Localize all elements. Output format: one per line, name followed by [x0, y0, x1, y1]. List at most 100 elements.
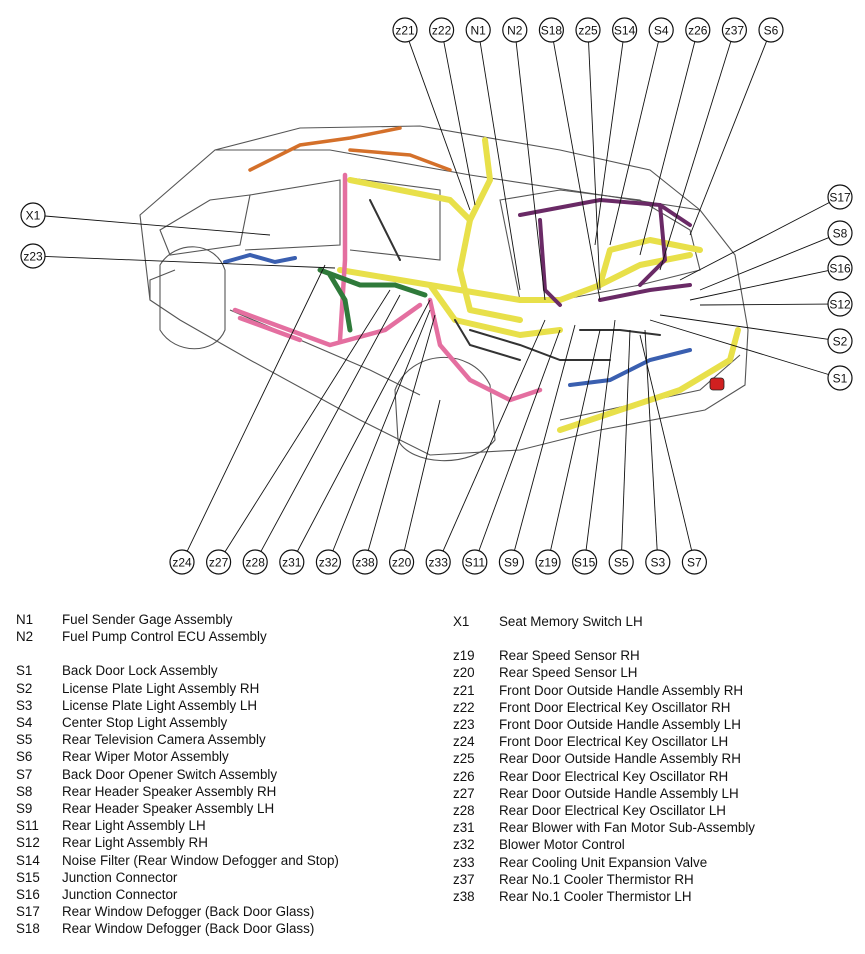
- purple-harness: [518, 198, 692, 307]
- legend-description: License Plate Light Assembly LH: [62, 697, 258, 713]
- callout-z20: z20: [389, 549, 415, 575]
- legend-code: z25: [453, 751, 475, 767]
- callout-s6: S6: [758, 17, 784, 43]
- callout-circle: [685, 17, 711, 43]
- callout-z33: z33: [425, 549, 451, 575]
- leader-line-z28: [260, 294, 401, 552]
- callout-s7: S7: [681, 549, 708, 575]
- callout-s8: S8: [827, 220, 853, 246]
- legend-description: License Plate Light Assembly RH: [62, 680, 260, 696]
- callout-s2: S2: [827, 328, 853, 354]
- callout-circle: [315, 549, 341, 575]
- legend-description: Back Door Opener Switch Assembly: [62, 766, 278, 782]
- legend-item-z27: z27 Rear Door Outside Handle Assembly LH: [453, 785, 755, 802]
- legend-code: z37: [453, 871, 475, 887]
- legend-description: Rear Door Outside Handle Assembly LH: [499, 785, 739, 801]
- callout-z26: z26: [685, 17, 711, 43]
- legend-code: z19: [453, 648, 475, 664]
- leader-line-z22: [443, 41, 476, 206]
- callout-circle: [429, 17, 455, 43]
- callout-circle: [758, 17, 784, 43]
- legend-description: Rear Light Assembly LH: [62, 818, 206, 834]
- leader-line-z26: [639, 41, 696, 256]
- callout-z37: z37: [721, 17, 748, 43]
- callout-circle: [827, 220, 853, 246]
- callout-label: z21: [395, 24, 415, 38]
- callout-label: z38: [355, 556, 375, 570]
- leader-line-s5: [621, 329, 631, 551]
- callout-circle: [611, 17, 638, 43]
- yellow-harness: [337, 137, 741, 433]
- leader-line-s12: [699, 303, 829, 306]
- callout-circle: [535, 549, 561, 575]
- legend-item-z37: z37 Rear No.1 Cooler Thermistor RH: [453, 871, 755, 888]
- leader-line-s2: [659, 314, 829, 340]
- callout-label: S17: [829, 191, 851, 205]
- callout-circle: [721, 17, 748, 43]
- legend-code: S8: [16, 783, 33, 799]
- callout-s14: S14: [611, 17, 638, 43]
- legend-code: z27: [453, 785, 475, 801]
- legend-description: Blower Motor Control: [499, 837, 625, 853]
- callout-z23: z23: [20, 243, 46, 269]
- legend-code: S18: [16, 921, 40, 937]
- leader-line-z19: [550, 329, 601, 551]
- leader-line-z20: [403, 399, 441, 551]
- legend-description: Front Door Electrical Key Oscillator RH: [499, 699, 731, 715]
- legend-description: Rear No.1 Cooler Thermistor RH: [499, 871, 694, 887]
- leader-line-z31: [297, 299, 431, 552]
- legend-description: Fuel Sender Gage Assembly: [62, 612, 233, 627]
- callout-circle: [681, 549, 708, 575]
- leader-line-s17: [679, 202, 830, 281]
- callout-label: z27: [209, 556, 229, 570]
- legend-code: S11: [16, 818, 39, 834]
- legend-code: z22: [453, 699, 475, 715]
- green-harness: [317, 267, 428, 333]
- callout-label: z20: [392, 556, 412, 570]
- callout-n1: N1: [465, 17, 491, 43]
- legend-code: S4: [16, 715, 33, 731]
- legend-code: S12: [16, 835, 40, 851]
- legend-code: N1: [16, 612, 34, 627]
- leader-line-s1: [649, 319, 829, 375]
- callout-label: S6: [764, 24, 779, 38]
- callout-label: S1: [833, 372, 848, 386]
- callout-s5: S5: [608, 549, 634, 575]
- callout-circle: [575, 17, 601, 43]
- callout-z31: z31: [279, 549, 305, 575]
- black-harness: [369, 199, 661, 361]
- callout-label: z37: [725, 24, 745, 38]
- leader-line-z33: [442, 319, 546, 552]
- leader-line-z21: [408, 41, 471, 211]
- callout-circle: [645, 549, 671, 575]
- callout-label: S12: [829, 298, 851, 312]
- callout-circle: [608, 549, 634, 575]
- leader-line-z37: [659, 41, 732, 271]
- leader-line-x1: [44, 215, 271, 236]
- callout-label: S3: [650, 556, 665, 570]
- leader-line-s15: [585, 319, 616, 551]
- legend-code: S17: [16, 904, 40, 920]
- legend-description: Seat Memory Switch LH: [499, 614, 643, 629]
- leader-line-s16: [689, 270, 829, 301]
- legend-description: Rear Cooling Unit Expansion Valve: [499, 854, 708, 870]
- callout-s4: S4: [648, 17, 674, 43]
- legend-description: Front Door Outside Handle Assembly LH: [499, 717, 741, 733]
- legend-code: S6: [16, 749, 33, 765]
- callout-label: S16: [829, 262, 851, 276]
- callout-circle: [498, 549, 524, 575]
- legend-description: Rear Blower with Fan Motor Sub-Assembly: [499, 820, 755, 836]
- callout-z21: z21: [392, 17, 418, 43]
- legend-description: Rear Television Camera Assembly: [62, 732, 266, 748]
